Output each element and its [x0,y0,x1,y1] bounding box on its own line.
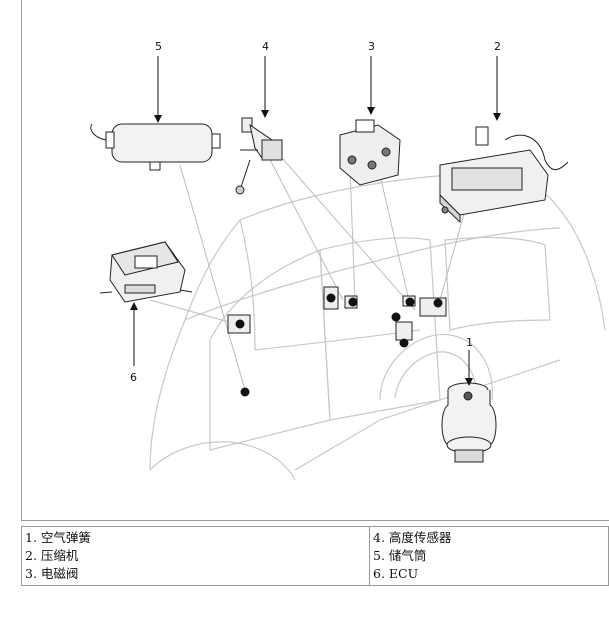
legend-item-3: 3. 电磁阀 [25,566,79,581]
vehicle-outline [149,173,606,481]
solenoid-valve-component [339,119,401,186]
callout-6-label: 6 [130,371,137,384]
callout-3-label: 3 [368,40,375,53]
air-spring-component [441,382,497,463]
compressor-component [439,126,569,224]
callout-2: 2 [493,40,501,121]
callout-4-label: 4 [262,40,269,53]
air-reservoir-component [90,123,221,171]
callout-2-label: 2 [494,40,501,53]
callout-3: 3 [367,40,375,115]
callout-5: 5 [154,40,162,123]
height-sensor-component [235,117,283,195]
location-markers [235,293,443,397]
ecu-component [99,241,193,303]
legend-right-column: 4. 高度传感器 5. 储气筒 6. ECU [369,526,609,586]
legend-left-column: 1. 空气弹簧 2. 压缩机 3. 电磁阀 [21,526,370,586]
air-suspension-diagram: 1 2 3 4 [90,40,606,481]
legend-item-6: 6. ECU [373,566,419,581]
callout-1-label: 1 [466,336,473,349]
callout-1: 1 [465,336,473,386]
legend-item-4: 4. 高度传感器 [373,530,452,545]
legend-item-1: 1. 空气弹簧 [25,530,91,545]
mounted-parts [227,286,447,341]
legend-table: 1. 空气弹簧 2. 压缩机 3. 电磁阀 4. 高度传感器 5. 储气筒 6.… [21,526,609,586]
diagram-frame [21,0,609,521]
callout-5-label: 5 [155,40,162,53]
callout-6: 6 [130,302,138,384]
legend-item-5: 5. 储气筒 [373,548,427,563]
callout-4: 4 [261,40,269,118]
legend-item-2: 2. 压缩机 [25,548,79,563]
leader-lines [149,149,466,391]
